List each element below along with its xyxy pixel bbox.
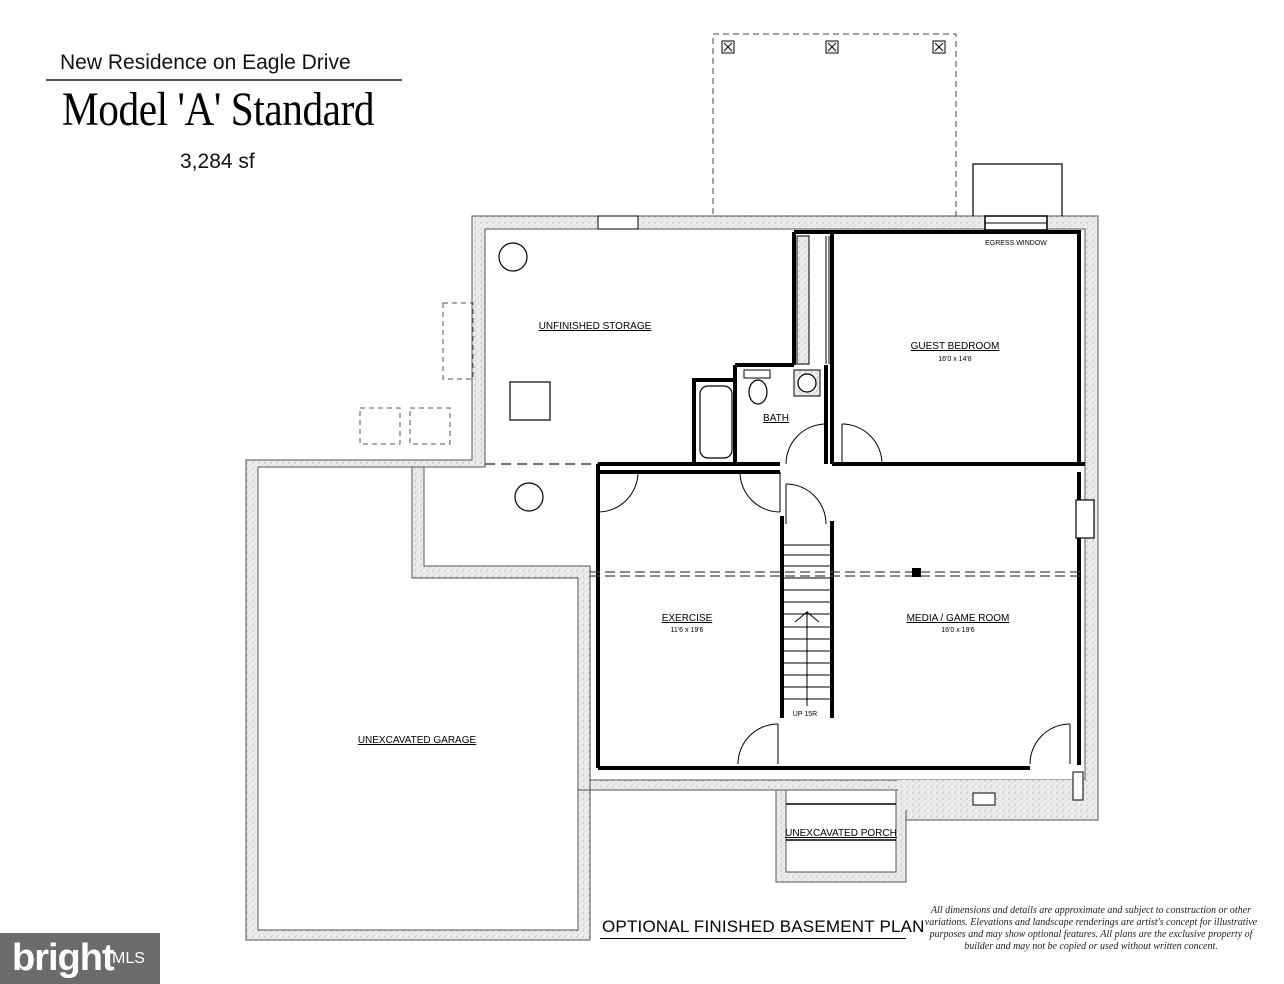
porch-foundation: [775, 789, 907, 883]
stair-treads: [784, 544, 830, 706]
plan-caption: OPTIONAL FINISHED BASEMENT PLAN: [602, 917, 925, 936]
room-label-exercise: EXERCISE: [662, 613, 713, 624]
room-label-garage: UNEXCAVATED GARAGE: [358, 735, 477, 746]
column-icon: [912, 568, 921, 577]
square-footage: 3,284 sf: [180, 150, 255, 173]
dashed-outline: [409, 407, 451, 445]
toilet-icon: [748, 379, 768, 405]
window-well: [1075, 499, 1095, 539]
room-label-porch: UNEXCAVATED PORCH: [785, 828, 897, 839]
egress-well: [972, 163, 1063, 216]
window-storage: [597, 215, 639, 230]
title-rule: [46, 79, 402, 81]
window-small: [972, 792, 996, 806]
dashed-outline: [442, 302, 474, 380]
plan-caption-rule: [600, 938, 906, 939]
stairs-label: UP 15R: [793, 711, 817, 718]
room-label-storage: UNFINISHED STORAGE: [539, 321, 652, 332]
room-size-exercise: 11'6 x 19'6: [671, 627, 704, 634]
mls-watermark: bright MLS: [0, 933, 160, 984]
room-label-media: MEDIA / GAME ROOM: [907, 613, 1010, 624]
deck-post-icon: [721, 40, 946, 54]
interior-walls: [596, 230, 1085, 770]
watermark-brand: bright: [12, 937, 115, 979]
room-size-media: 16'0 x 19'6: [941, 627, 975, 634]
plan-subtitle: New Residence on Eagle Drive: [60, 51, 351, 74]
sump-pit-icon: [514, 482, 544, 512]
disclaimer-text: All dimensions and details are approxima…: [924, 905, 1258, 952]
foundation-wall: [245, 215, 1099, 941]
plan-title: Model 'A' Standard: [62, 83, 375, 136]
water-heater-icon: [498, 242, 528, 272]
furnace-icon: [509, 381, 551, 421]
door-swings: [597, 423, 1071, 765]
bathtub-icon: [699, 385, 733, 459]
dashed-outline: [359, 407, 401, 445]
deck-outline: [712, 33, 957, 217]
sink-icon: [797, 373, 817, 393]
room-label-bath: BATH: [763, 413, 789, 424]
room-size-guest: 16'0 x 14'8: [938, 356, 972, 363]
garage-foundation: [411, 466, 591, 791]
room-label-guest: GUEST BEDROOM: [911, 341, 1000, 352]
watermark-mls: MLS: [112, 950, 145, 967]
egress-window-label: EGRESS WINDOW: [985, 240, 1047, 247]
